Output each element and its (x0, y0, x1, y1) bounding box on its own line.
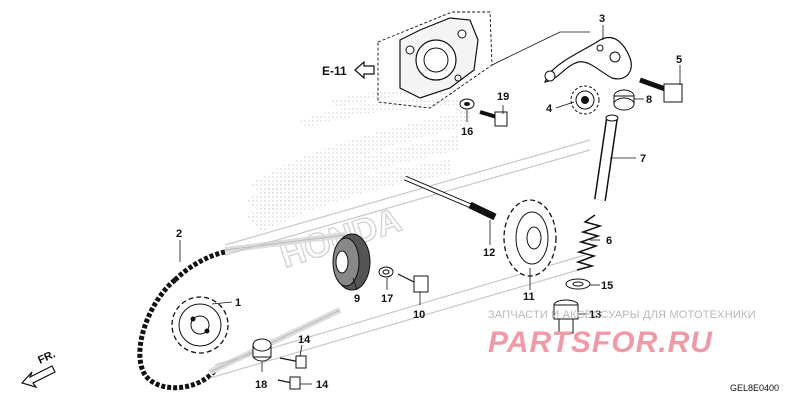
callout-14-lower[interactable]: 14 (316, 379, 329, 391)
collar-8 (613, 89, 635, 111)
callout-1[interactable]: 1 (235, 297, 241, 309)
callout-14-upper[interactable]: 14 (298, 334, 311, 346)
drive-chain (137, 232, 346, 391)
watermark-caption: ЗАПЧАСТИ И АКСЕССУАРЫ ДЛЯ МОТОТЕХНИКИ (488, 309, 756, 321)
front-direction-arrow: FR. (20, 348, 57, 389)
washer-15 (565, 278, 591, 290)
bolt-14-upper (279, 355, 307, 369)
drive-sprocket (171, 296, 229, 354)
callout-9[interactable]: 9 (354, 293, 360, 305)
bolt-10 (397, 273, 429, 293)
washer-16 (459, 98, 475, 110)
driven-sprocket (503, 199, 557, 277)
collar (252, 338, 272, 362)
callout-18[interactable]: 18 (255, 379, 267, 391)
diagram-code: GEL8E0400 (730, 383, 779, 393)
front-label: FR. (36, 348, 57, 366)
callouts: 1 2 3 4 5 6 7 8 9 10 11 12 13 14 14 15 1… (176, 13, 682, 391)
callout-leaders (179, 25, 681, 385)
tensioner-sprocket (570, 85, 600, 115)
callout-6[interactable]: 6 (606, 235, 612, 247)
tensioner-spring (575, 214, 603, 271)
engine-case-reference (377, 11, 590, 109)
watermark-logo: PARTSFOR.RU (488, 326, 713, 359)
tensioner-arm (544, 37, 632, 83)
washer-17 (378, 266, 394, 278)
callout-2[interactable]: 2 (176, 228, 182, 240)
callout-17[interactable]: 17 (381, 293, 393, 305)
callout-10[interactable]: 10 (413, 309, 425, 321)
callout-11[interactable]: 11 (523, 291, 535, 303)
callout-3[interactable]: 3 (599, 13, 605, 25)
e11-reference-arrow[interactable]: E-11 (322, 60, 375, 80)
callout-5[interactable]: 5 (676, 54, 682, 66)
bolt-19 (479, 110, 508, 127)
callout-19[interactable]: 19 (497, 91, 509, 103)
callout-4[interactable]: 4 (546, 103, 553, 115)
callout-15[interactable]: 15 (601, 280, 613, 292)
shaft-12 (404, 175, 497, 221)
callout-13[interactable]: 13 (589, 309, 601, 321)
callout-7[interactable]: 7 (640, 153, 646, 165)
callout-12[interactable]: 12 (483, 247, 495, 259)
callout-8[interactable]: 8 (646, 94, 652, 106)
chain-roller (332, 233, 371, 291)
tensioner-push-rod (594, 114, 619, 201)
bolt-5 (639, 77, 683, 103)
plug-bolt (553, 299, 579, 334)
e11-label: E-11 (322, 64, 347, 78)
callout-16[interactable]: 16 (461, 126, 473, 138)
bolt-14-lower (277, 376, 301, 390)
